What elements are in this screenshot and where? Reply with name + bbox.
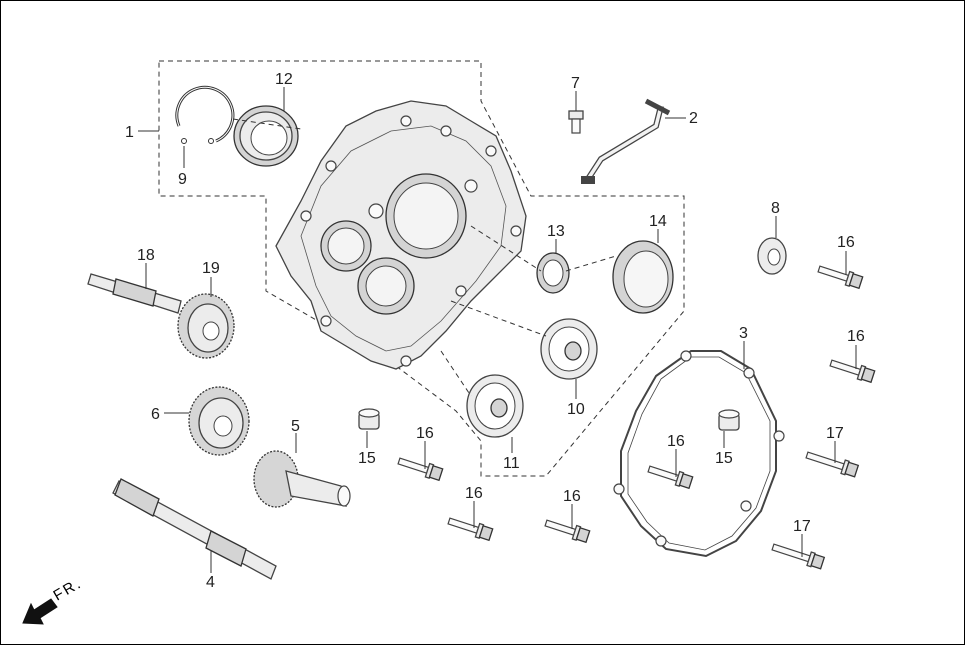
assembly-group-outline xyxy=(158,60,685,477)
bolt-part-16-e xyxy=(544,519,591,544)
callout-16-e: 16 xyxy=(563,488,581,505)
callout-labels: 1 2 3 4 5 6 7 8 9 10 11 12 13 14 15 15 1… xyxy=(125,71,865,591)
callout-16-b: 16 xyxy=(847,328,865,345)
oil-seal-part-13 xyxy=(536,252,570,294)
washer-part-8 xyxy=(757,237,787,275)
callout-17-a: 17 xyxy=(826,425,844,442)
front-direction-label: FR. xyxy=(51,575,86,605)
leader-lines xyxy=(138,87,857,573)
callout-11: 11 xyxy=(503,455,520,472)
bolt-part-17-b xyxy=(771,543,826,570)
callout-16-f: 16 xyxy=(667,433,685,450)
bolt-part-16-b xyxy=(829,359,876,384)
shaft-part-4 xyxy=(112,478,277,580)
bolt-part-16-a xyxy=(817,265,864,290)
callout-7: 7 xyxy=(571,75,580,92)
gear-part-6 xyxy=(188,386,250,456)
gasket-part-3 xyxy=(613,350,785,558)
callout-16-a: 16 xyxy=(837,234,855,251)
circlip-part-9 xyxy=(175,85,235,144)
bolt-part-7 xyxy=(568,110,584,134)
callout-4: 4 xyxy=(206,574,215,591)
callout-14: 14 xyxy=(649,213,667,230)
callout-6: 6 xyxy=(151,406,160,423)
callout-12: 12 xyxy=(275,71,293,88)
bearing-part-10 xyxy=(540,318,598,380)
callout-17-b: 17 xyxy=(793,518,811,535)
front-direction-indicator: FR. xyxy=(22,575,86,625)
gear-shaft-part-5 xyxy=(253,450,351,508)
oil-seal-part-14 xyxy=(612,240,674,314)
bolt-part-16-c xyxy=(397,457,444,482)
front-arrow-icon xyxy=(22,598,58,625)
bolt-part-16-d xyxy=(447,517,494,542)
callout-9: 9 xyxy=(178,171,187,188)
callout-16-d: 16 xyxy=(465,485,483,502)
callout-1: 1 xyxy=(125,124,134,141)
callout-3: 3 xyxy=(739,325,748,342)
shaft-part-18 xyxy=(87,273,182,314)
oil-seal-part-12 xyxy=(233,105,299,167)
crankcase-housing-part-1 xyxy=(275,100,527,370)
dowel-pin-part-15-a xyxy=(358,408,380,430)
gear-part-19 xyxy=(177,293,235,359)
callout-8: 8 xyxy=(771,200,780,217)
breather-pipe-part-2 xyxy=(581,98,671,184)
callout-2: 2 xyxy=(689,110,698,127)
callout-16-c: 16 xyxy=(416,425,434,442)
callout-15-b: 15 xyxy=(715,450,733,467)
callout-15-a: 15 xyxy=(358,450,376,467)
bolt-part-17-a xyxy=(805,451,860,478)
callout-18: 18 xyxy=(137,247,155,264)
dowel-pin-part-15-b xyxy=(718,409,740,431)
callout-13: 13 xyxy=(547,223,565,240)
bolt-part-16-f xyxy=(647,465,694,490)
callout-10: 10 xyxy=(567,401,585,418)
bearing-part-11 xyxy=(466,374,524,438)
callout-19: 19 xyxy=(202,260,220,277)
callout-5: 5 xyxy=(291,418,300,435)
